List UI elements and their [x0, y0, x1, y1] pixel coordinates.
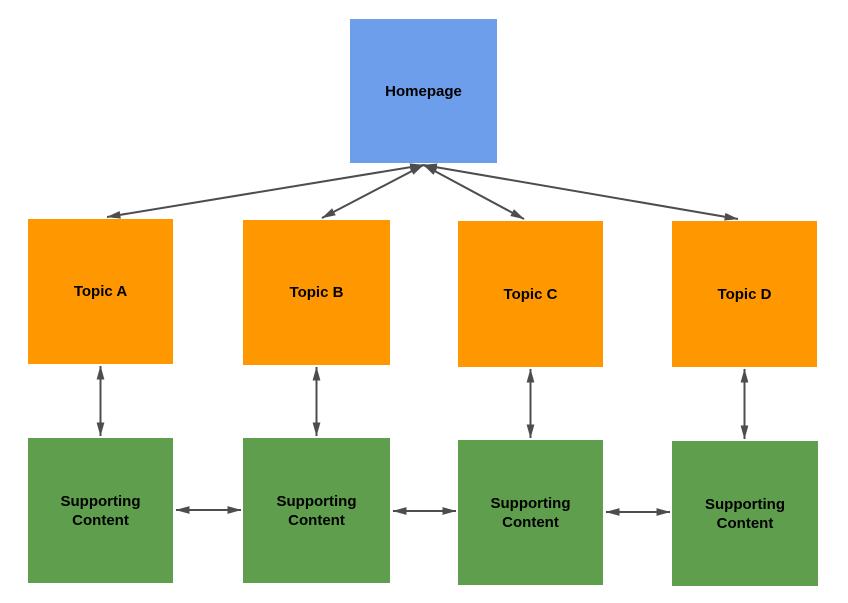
node-topic-b: Topic B: [243, 220, 390, 365]
node-label: Topic A: [73, 283, 128, 300]
node-label: Supporting Content: [705, 495, 785, 532]
edge-homepage-topic-a: [106, 163, 424, 219]
edge-homepage-topic-d: [423, 163, 739, 221]
node-supporting-2: Supporting Content: [243, 438, 390, 583]
node-supporting-4: Supporting Content: [672, 441, 818, 586]
node-label: Topic B: [289, 284, 344, 301]
node-label: Supporting Content: [490, 494, 571, 531]
node-label: Supporting Content: [60, 492, 141, 529]
node-topic-d: Topic D: [672, 221, 817, 367]
node-label: Supporting Content: [276, 492, 357, 529]
node-label: Homepage: [385, 82, 462, 100]
edge-homepage-topic-b: [321, 164, 424, 219]
node-label: Topic C: [503, 285, 558, 303]
node-label: Topic D: [717, 285, 772, 303]
node-topic-c: Topic C: [458, 221, 603, 367]
node-supporting-1: Supporting Content: [28, 438, 173, 583]
node-supporting-3: Supporting Content: [458, 440, 603, 585]
node-topic-a: Topic A: [28, 219, 173, 364]
node-homepage: Homepage: [350, 19, 497, 163]
